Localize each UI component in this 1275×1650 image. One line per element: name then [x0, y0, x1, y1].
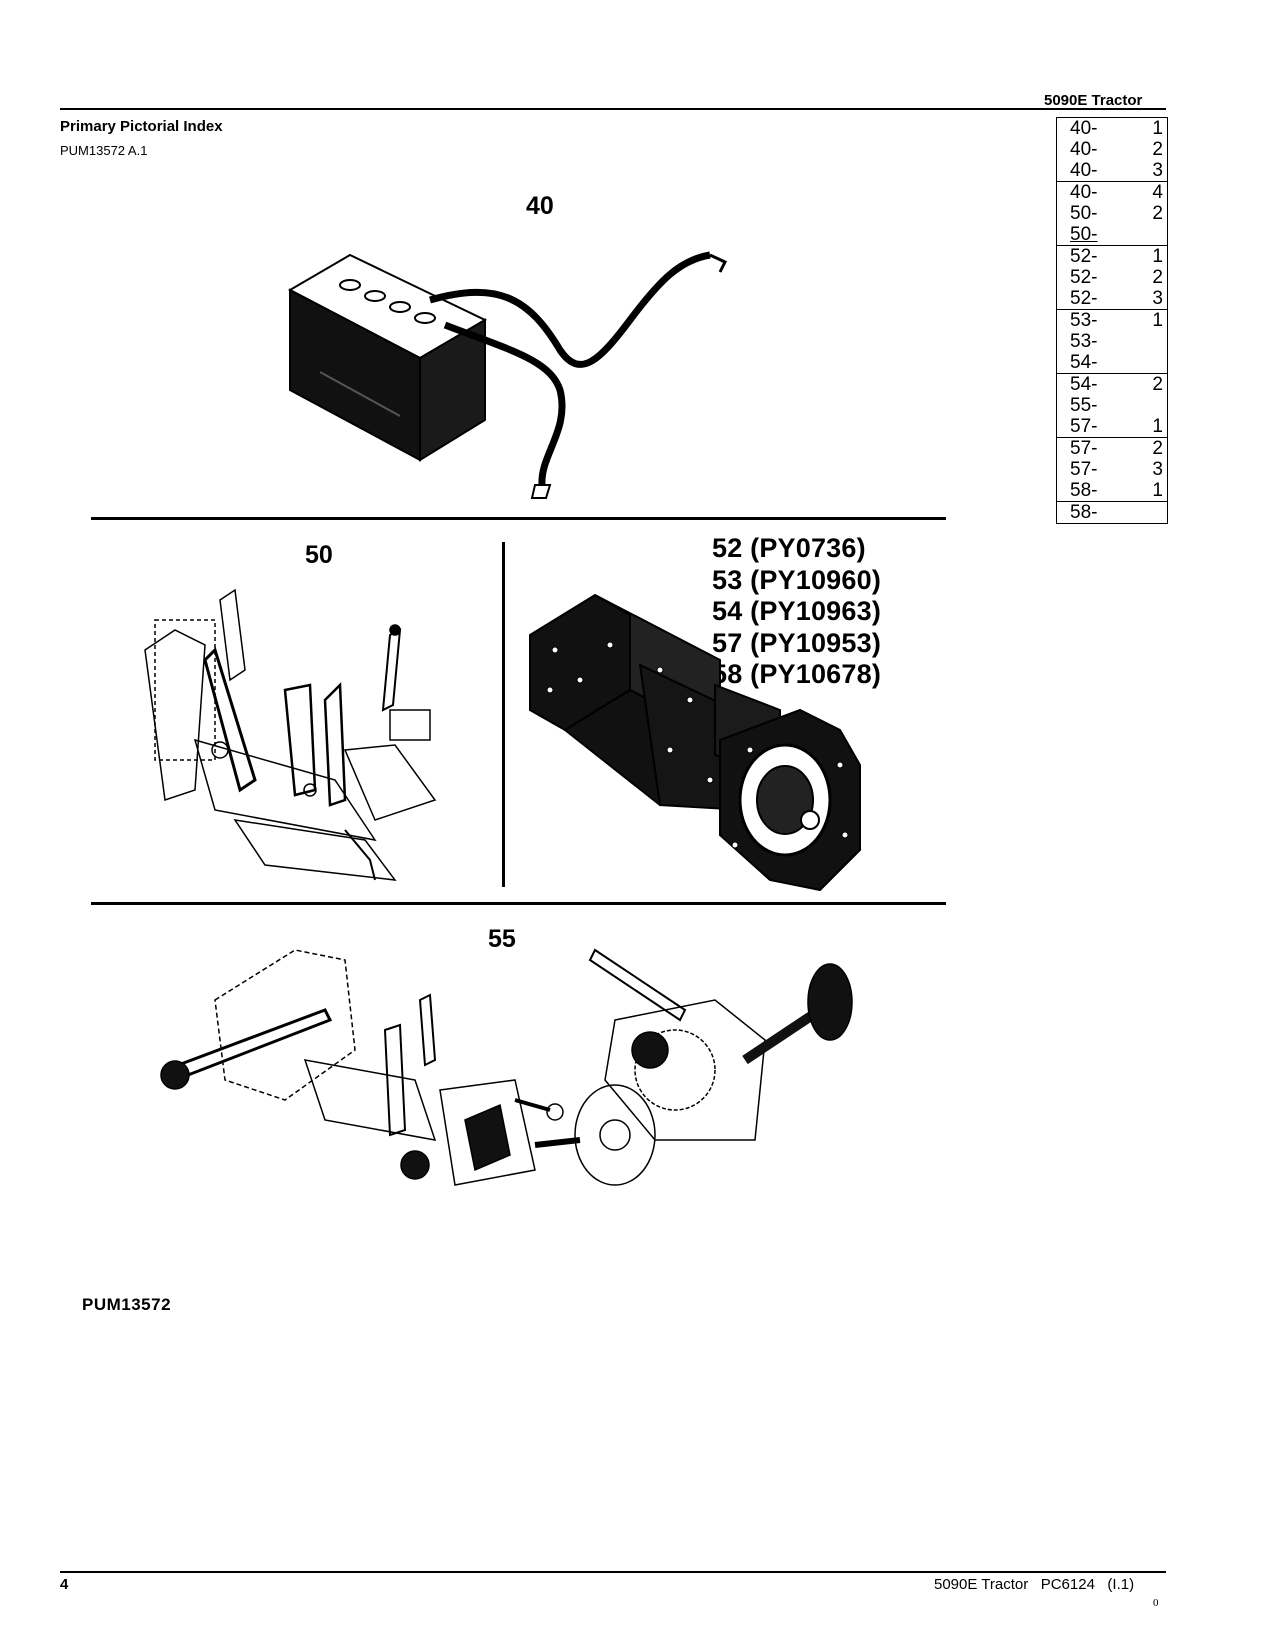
index-num: 1 — [1152, 118, 1163, 139]
index-ref: 58- — [1070, 502, 1098, 523]
transmission-ref-52: 52 (PY0736) — [712, 533, 866, 563]
index-group: 57- 2 57- 3 58- 1 — [1057, 437, 1167, 501]
index-num: 1 — [1152, 310, 1163, 331]
transmission-case-illustration — [529, 593, 861, 892]
index-num: 2 — [1152, 203, 1163, 224]
index-row: 52- 2 — [1070, 267, 1163, 288]
index-ref: 40- — [1070, 139, 1098, 160]
transmission-ref-53: 53 (PY10960) — [712, 564, 882, 595]
panel-divider-vertical — [502, 542, 505, 887]
section-title: Primary Pictorial Index — [60, 118, 223, 135]
index-row: 57- 2 — [1070, 438, 1163, 459]
index-ref: 53- — [1070, 310, 1098, 331]
index-row: 40- 3 — [1070, 160, 1163, 181]
index-num: 2 — [1152, 438, 1163, 459]
index-ref: 40- — [1070, 118, 1098, 139]
index-num: 1 — [1152, 416, 1163, 437]
index-num: 3 — [1152, 160, 1163, 181]
battery-cable-illustration — [287, 251, 728, 499]
transmission-ref-57: 57 (PY10953) — [712, 627, 882, 658]
index-row: 40- 2 — [1070, 139, 1163, 160]
index-row: 52- 1 — [1070, 246, 1163, 267]
index-num: 2 — [1152, 267, 1163, 288]
index-group: 52- 1 52- 2 52- 3 — [1057, 245, 1167, 309]
figure-id: PUM13572 — [82, 1295, 172, 1314]
transmission-ref-58: 58 (PY10678) — [712, 659, 882, 689]
index-ref: 55- — [1070, 395, 1098, 416]
index-ref: 53- — [1070, 331, 1098, 352]
index-num: 1 — [1152, 246, 1163, 267]
index-ref: 54- — [1070, 374, 1098, 395]
index-row: 40- 1 — [1070, 118, 1163, 139]
index-ref: 50- — [1070, 203, 1098, 224]
index-num: 3 — [1152, 288, 1163, 309]
index-ref: 57- — [1070, 438, 1098, 459]
index-row: 40- 4 — [1070, 182, 1163, 203]
panel-number-40: 40 — [526, 192, 554, 220]
panel-divider-2 — [91, 902, 946, 905]
footer-page-number: 4 — [60, 1576, 69, 1593]
index-row: 53- 1 — [1070, 310, 1163, 331]
index-group: 54- 2 55-57- 1 — [1057, 373, 1167, 437]
index-row: 58- — [1070, 502, 1163, 523]
index-row: 55- — [1070, 395, 1163, 416]
index-ref: 50- — [1070, 224, 1098, 245]
index-group: 40- 1 40- 2 40- 3 — [1057, 117, 1167, 181]
index-group: 40- 4 50- 2 50- — [1057, 181, 1167, 245]
transmission-ref-list: 52 (PY0736) 53 (PY10960) 54 (PY10963) 57… — [712, 533, 881, 691]
index-ref: 52- — [1070, 246, 1098, 267]
panel-number-55: 55 — [488, 925, 516, 953]
footer-revision: 0 — [1153, 1597, 1159, 1609]
index-row: 53- — [1070, 331, 1163, 352]
index-ref: 57- — [1070, 459, 1098, 480]
header-rule — [60, 108, 1166, 110]
index-row: 57- 1 — [1070, 416, 1163, 437]
transmission-ref-54: 54 (PY10963) — [712, 596, 882, 626]
index-row: 52- 3 — [1070, 288, 1163, 309]
drivetrain-axle-illustration — [160, 948, 853, 1186]
section-reference: PUM13572 A.1 — [60, 143, 148, 158]
index-ref: 40- — [1070, 160, 1098, 181]
panel-divider-1 — [91, 517, 946, 520]
index-row: 58- 1 — [1070, 480, 1163, 501]
index-num: 2 — [1152, 374, 1163, 395]
index-ref: 52- — [1070, 288, 1098, 309]
index-num: 2 — [1152, 139, 1163, 160]
index-group: 58- — [1057, 501, 1167, 523]
index-row: 57- 3 — [1070, 459, 1163, 480]
index-ref: 40- — [1070, 182, 1098, 203]
index-row: 54- 2 — [1070, 374, 1163, 395]
index-ref: 58- — [1070, 480, 1098, 501]
footer-rule — [60, 1571, 1166, 1573]
index-num: 1 — [1152, 480, 1163, 501]
header-model-title: 5090E Tractor — [1044, 92, 1143, 109]
index-ref: 57- — [1070, 416, 1098, 437]
panel-number-50: 50 — [305, 541, 333, 569]
index-row: 54- — [1070, 352, 1163, 373]
index-row: 50- — [1070, 224, 1163, 245]
index-row: 50- 2 — [1070, 203, 1163, 224]
index-ref: 54- — [1070, 352, 1098, 373]
index-num: 3 — [1152, 459, 1163, 480]
index-ref: 52- — [1070, 267, 1098, 288]
index-num: 4 — [1152, 182, 1163, 203]
control-linkage-illustration — [144, 588, 437, 881]
footer-text: 5090E Tractor PC6124 (I.1) — [934, 1576, 1135, 1593]
